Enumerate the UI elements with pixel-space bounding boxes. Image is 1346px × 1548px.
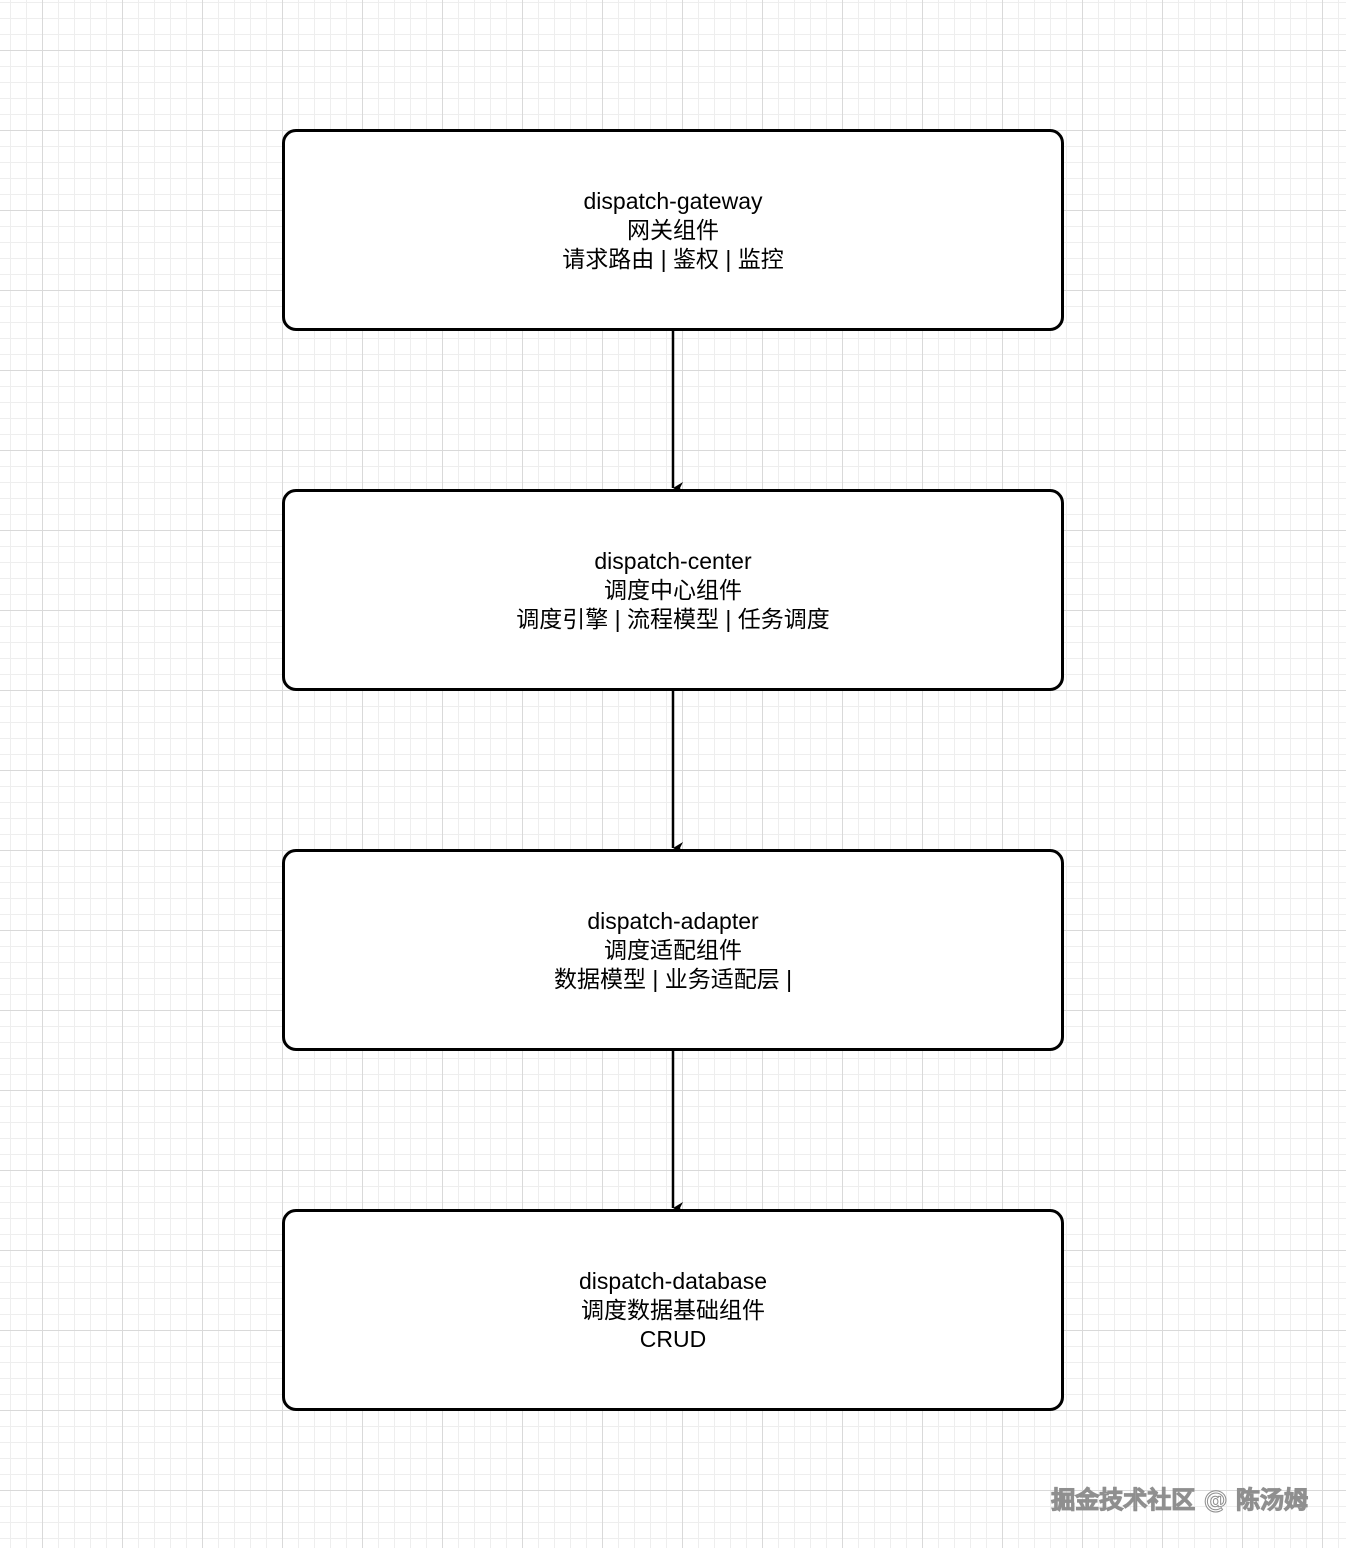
node-features: CRUD	[639, 1325, 707, 1352]
node-subtitle: 网关组件	[627, 216, 719, 243]
node-subtitle: 调度数据基础组件	[581, 1296, 765, 1323]
node-title: dispatch-center	[594, 547, 752, 574]
node-features: 调度引擎 | 流程模型 | 任务调度	[516, 605, 830, 632]
node-dispatch-gateway[interactable]: dispatch-gateway 网关组件 请求路由 | 鉴权 | 监控	[282, 129, 1064, 331]
node-features: 请求路由 | 鉴权 | 监控	[562, 245, 784, 272]
node-features: 数据模型 | 业务适配层 |	[553, 965, 793, 992]
node-title: dispatch-adapter	[587, 907, 759, 934]
node-title: dispatch-gateway	[583, 187, 763, 214]
watermark-text: 掘金技术社区 @ 陈汤姆	[1051, 1486, 1309, 1515]
node-subtitle: 调度中心组件	[604, 576, 742, 603]
node-subtitle: 调度适配组件	[604, 936, 742, 963]
node-dispatch-adapter[interactable]: dispatch-adapter 调度适配组件 数据模型 | 业务适配层 |	[282, 849, 1064, 1051]
node-dispatch-center[interactable]: dispatch-center 调度中心组件 调度引擎 | 流程模型 | 任务调…	[282, 489, 1064, 691]
node-dispatch-database[interactable]: dispatch-database 调度数据基础组件 CRUD	[282, 1209, 1064, 1411]
node-title: dispatch-database	[579, 1267, 767, 1294]
